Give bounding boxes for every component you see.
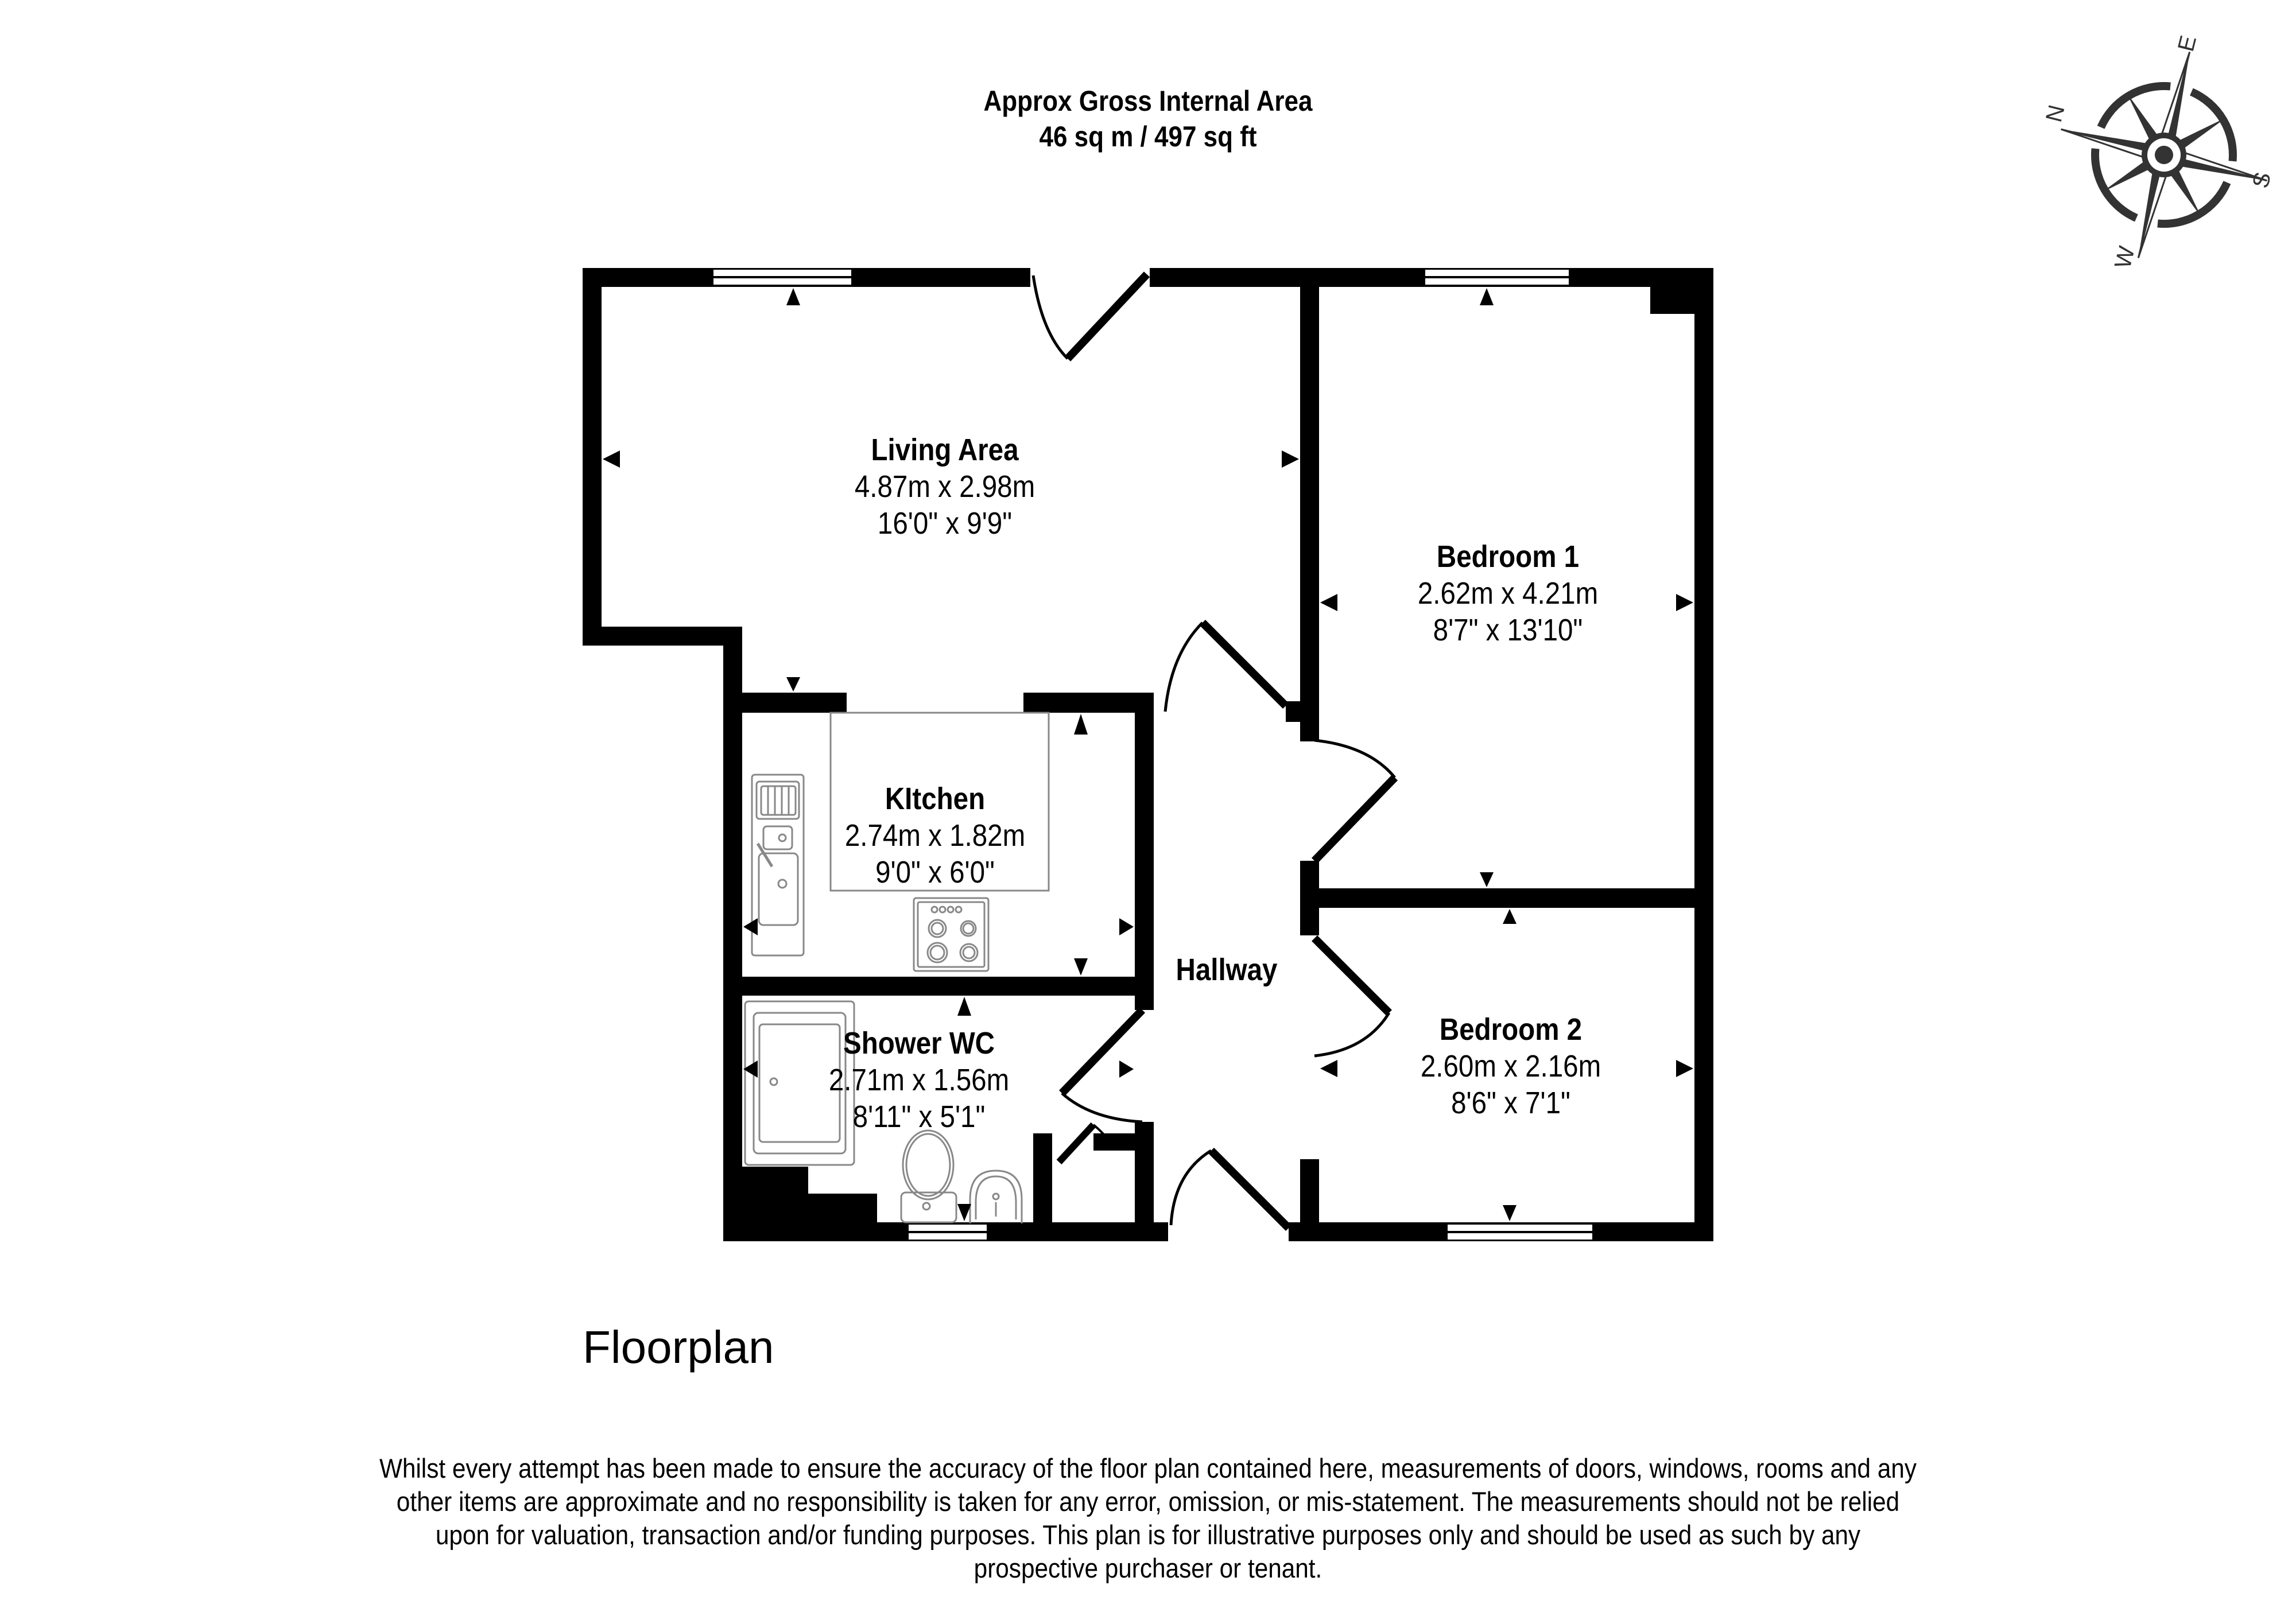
room-name: Hallway [1176, 953, 1278, 987]
shower-fixtures [744, 1000, 1023, 1223]
room-metric: 2.60m x 2.16m [1420, 1049, 1601, 1083]
shower-tray-icon [744, 1000, 855, 1166]
room-imperial: 8'7" x 13'10" [1433, 613, 1583, 647]
windows [713, 270, 1592, 1240]
measurement-arrows [603, 288, 1693, 1221]
area-header: Approx Gross Internal Area 46 sq m / 497… [946, 83, 1350, 154]
room-bedroom-1: Bedroom 1 2.62m x 4.21m 8'7" x 13'10" [1418, 538, 1598, 648]
room-imperial: 8'11" x 5'1" [852, 1099, 986, 1134]
floor-label: Floorplan [583, 1322, 774, 1373]
room-name: Bedroom 1 [1436, 539, 1580, 574]
hob-icon [913, 897, 990, 972]
room-kitchen: KItchen 2.74m x 1.82m 9'0" x 6'0" [845, 780, 1025, 891]
doors [1031, 271, 1398, 1231]
toilet-icon [900, 1129, 957, 1223]
window-living [713, 270, 851, 285]
room-living-area: Living Area 4.87m x 2.98m 16'0" x 9'9" [855, 432, 1035, 542]
room-metric: 2.62m x 4.21m [1417, 576, 1599, 611]
room-name: Living Area [871, 433, 1019, 467]
room-hallway: Hallway [1176, 951, 1278, 988]
room-metric: 2.71m x 1.56m [828, 1063, 1010, 1097]
kitchen-counter-outline [829, 712, 1050, 892]
wash-basin-icon [969, 1170, 1023, 1223]
area-value: 46 sq m / 497 sq ft [1039, 121, 1257, 153]
window-bedroom-2 [1448, 1225, 1592, 1240]
area-title: Approx Gross Internal Area [983, 85, 1313, 117]
room-imperial: 16'0" x 9'9" [877, 506, 1013, 541]
sink-icon [751, 774, 805, 957]
room-imperial: 9'0" x 6'0" [875, 855, 995, 889]
disclaimer-text: Whilst every attempt has been made to en… [379, 1453, 1917, 1583]
room-name: Shower WC [843, 1026, 995, 1060]
room-shower-wc: Shower WC 2.71m x 1.56m 8'11" x 5'1" [829, 1025, 1009, 1135]
window-bedroom-1 [1425, 270, 1569, 285]
room-metric: 4.87m x 2.98m [854, 469, 1035, 504]
walls [583, 268, 1713, 1241]
room-bedroom-2: Bedroom 2 2.60m x 2.16m 8'6" x 7'1" [1421, 1011, 1601, 1121]
room-name: Bedroom 2 [1439, 1012, 1583, 1047]
room-metric: 2.74m x 1.82m [844, 818, 1026, 853]
kitchen-fixtures [751, 712, 1050, 972]
compass-rose-icon: N E S W [2043, 34, 2276, 271]
window-shower [909, 1225, 987, 1240]
room-name: KItchen [885, 782, 986, 816]
room-imperial: 8'6" x 7'1" [1451, 1086, 1570, 1120]
